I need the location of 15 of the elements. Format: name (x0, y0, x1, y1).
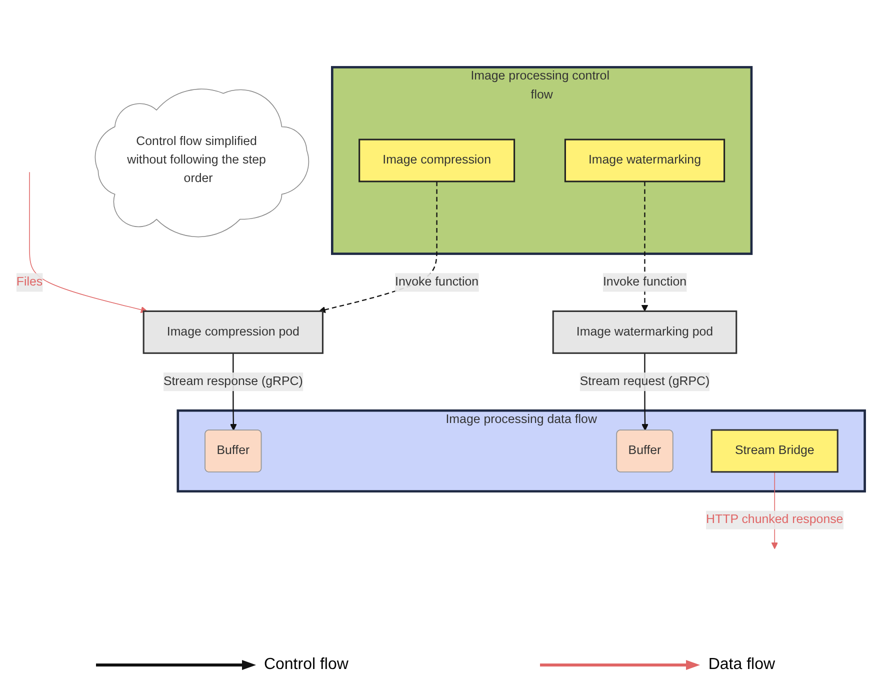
edge-label: Stream request (gRPC) (580, 375, 710, 388)
arrow (29, 172, 148, 314)
node-box: Stream Bridge (710, 430, 838, 474)
edge-label: Stream response (gRPC) (163, 375, 303, 388)
arrow (641, 182, 648, 312)
edge-label: Files (16, 276, 43, 290)
legend-label: Control flow (264, 656, 348, 674)
node-box: Image watermarking (564, 139, 726, 183)
node-box: Image compression pod (142, 310, 324, 354)
node-box: Image compression (358, 139, 516, 183)
edge-label: HTTP chunked response (706, 513, 844, 527)
node-box: Image watermarking pod (552, 310, 738, 354)
edge-label: Invoke function (602, 276, 687, 290)
edge-label: Invoke function (395, 276, 479, 290)
legend-label: Data flow (708, 656, 776, 674)
